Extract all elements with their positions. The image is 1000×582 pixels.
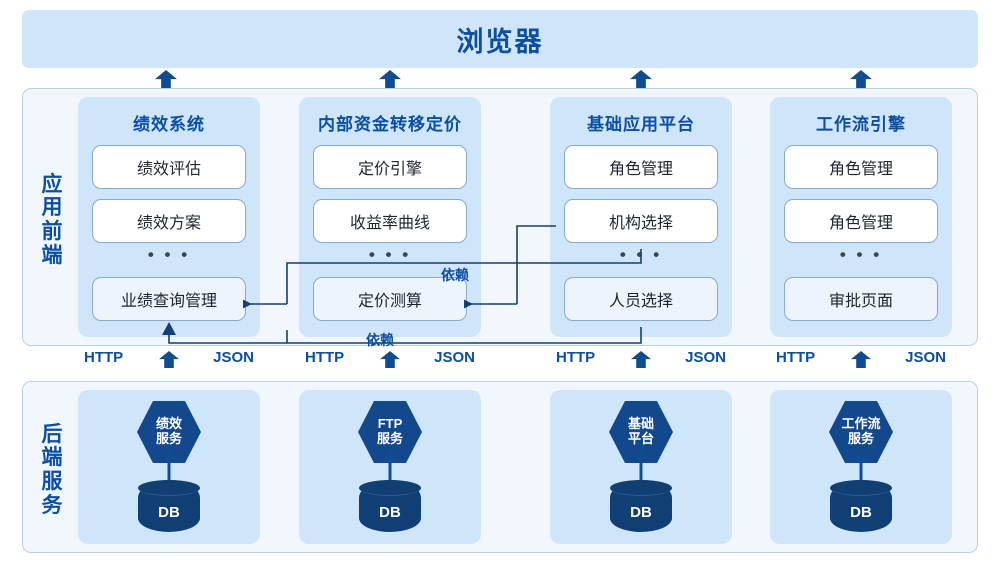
module-card-3-1[interactable]: 角色管理: [564, 145, 718, 189]
module-card-4-3[interactable]: 审批页面: [784, 277, 938, 321]
protocol-json-2: JSON: [434, 349, 475, 366]
service-name-line-4b: 服务: [847, 431, 874, 446]
db-arrow-icon-2: [388, 460, 392, 480]
protocol-json-1: JSON: [213, 349, 254, 366]
frontend-label-char-3: 前: [41, 220, 63, 243]
backend-layer-label: 后 端 服 务: [32, 400, 72, 540]
system-title-1: 绩效系统: [133, 115, 205, 134]
ellipsis-3: • • •: [619, 245, 663, 264]
protocol-row-1: HTTP JSON: [78, 349, 260, 381]
db-arrow-icon-1: [167, 460, 171, 480]
up-arrow-icon-4: [851, 351, 871, 368]
ellipsis-1: • • •: [147, 245, 191, 264]
backend-label-char-1: 后: [41, 422, 63, 446]
service-column-platform: 基础 平台 DB: [550, 390, 732, 544]
protocol-json-4: JSON: [905, 349, 946, 366]
database-3[interactable]: DB: [610, 480, 672, 532]
browser-label: 浏览器: [456, 26, 544, 57]
database-4[interactable]: DB: [830, 480, 892, 532]
browser-arrow-icon-2: [379, 70, 401, 89]
service-name-line-2a: FTP: [377, 416, 403, 432]
browser-arrow-icon-1: [155, 70, 177, 89]
db-arrow-icon-4: [859, 460, 863, 480]
dependency-label-upper: 依赖: [441, 267, 469, 283]
service-column-performance: 绩效 服务 DB: [78, 390, 260, 544]
frontend-label-char-1: 应: [41, 172, 63, 196]
ellipsis-2: • • •: [368, 245, 412, 264]
database-2[interactable]: DB: [359, 480, 421, 532]
service-name-line-4a: 工作流: [841, 416, 881, 432]
backend-label-char-2: 端: [41, 446, 63, 470]
db-arrow-icon-3: [639, 460, 643, 480]
service-column-ftp: FTP 服务 DB: [299, 390, 481, 544]
protocol-http-2: HTTP: [305, 349, 345, 366]
module-card-1-3[interactable]: 业绩查询管理: [92, 277, 246, 321]
ellipsis-4: • • •: [839, 245, 883, 264]
system-title-4: 工作流引擎: [816, 115, 906, 134]
database-1[interactable]: DB: [138, 480, 200, 532]
system-column-workflow: 工作流引擎 角色管理 角色管理 • • • 审批页面: [770, 97, 952, 337]
service-name-line-1b: 服务: [155, 431, 182, 446]
module-card-3-3[interactable]: 人员选择: [564, 277, 718, 321]
up-arrow-icon-1: [159, 351, 179, 368]
frontend-label-char-4: 端: [41, 243, 63, 267]
system-column-ftp: 内部资金转移定价 定价引擎 收益率曲线 • • • 定价测算: [299, 97, 481, 337]
system-title-3: 基础应用平台: [587, 115, 695, 134]
service-name-line-3a: 基础: [627, 416, 654, 432]
browser-arrow-icon-4: [850, 70, 872, 89]
protocol-row-2: HTTP JSON: [299, 349, 481, 381]
protocol-http-3: HTTP: [556, 349, 596, 366]
service-column-workflow: 工作流 服务 DB: [770, 390, 952, 544]
frontend-layer-label: 应 用 前 端: [32, 130, 72, 310]
module-card-4-1[interactable]: 角色管理: [784, 145, 938, 189]
module-card-1-1[interactable]: 绩效评估: [92, 145, 246, 189]
protocol-row-4: HTTP JSON: [770, 349, 952, 381]
system-title-2: 内部资金转移定价: [318, 115, 462, 134]
service-name-line-3b: 平台: [627, 431, 654, 446]
browser-arrow-icon-3: [630, 70, 652, 89]
protocol-http-4: HTTP: [776, 349, 816, 366]
backend-label-char-3: 服: [41, 470, 63, 493]
up-arrow-icon-3: [631, 351, 651, 368]
up-arrow-icon-2: [380, 351, 400, 368]
module-card-2-2[interactable]: 收益率曲线: [313, 199, 467, 243]
dependency-label-lower: 依赖: [366, 332, 394, 348]
frontend-label-char-2: 用: [41, 196, 63, 220]
module-card-1-2[interactable]: 绩效方案: [92, 199, 246, 243]
protocol-http-1: HTTP: [84, 349, 124, 366]
protocol-json-3: JSON: [685, 349, 726, 366]
protocol-row-3: HTTP JSON: [550, 349, 732, 381]
backend-label-char-4: 务: [41, 493, 63, 517]
service-name-line-2b: 服务: [376, 431, 403, 446]
browser-banner: 浏览器: [22, 10, 978, 68]
system-column-performance: 绩效系统 绩效评估 绩效方案 • • • 业绩查询管理: [78, 97, 260, 337]
module-card-4-2[interactable]: 角色管理: [784, 199, 938, 243]
system-column-platform: 基础应用平台 角色管理 机构选择 • • • 人员选择: [550, 97, 732, 337]
module-card-3-2[interactable]: 机构选择: [564, 199, 718, 243]
service-name-line-1a: 绩效: [155, 416, 182, 432]
module-card-2-1[interactable]: 定价引擎: [313, 145, 467, 189]
